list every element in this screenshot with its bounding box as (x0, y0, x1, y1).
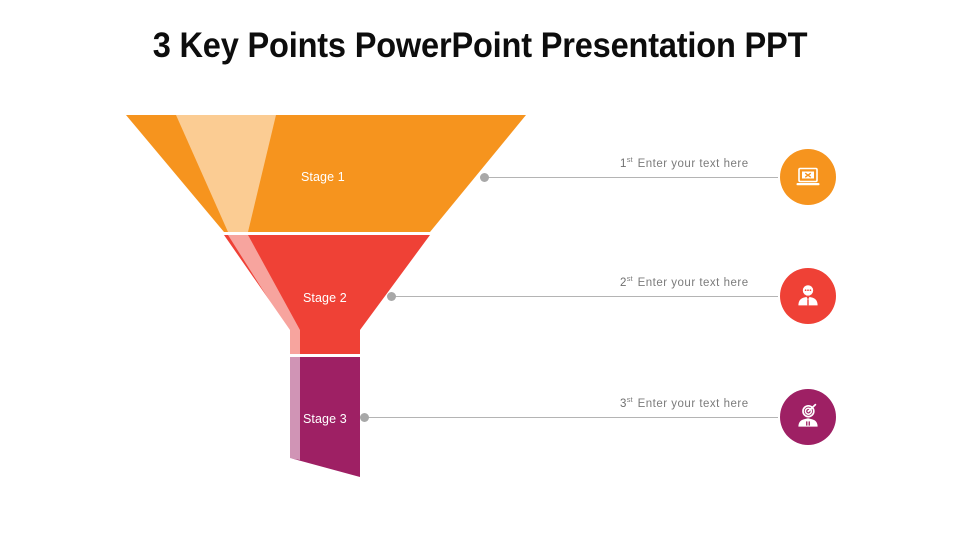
callout-badge-2[interactable] (780, 268, 836, 324)
callout-number-3: 3 (620, 397, 627, 410)
connector-dot-2 (387, 292, 396, 301)
callout-row-3: 3st Enter your text here (360, 387, 890, 447)
callout-ordinal-2: st (626, 274, 633, 283)
funnel-stage-2-shape[interactable] (224, 235, 430, 354)
callout-body-1: Enter your text here (637, 157, 749, 170)
connector-line-3 (366, 417, 778, 418)
callout-body-3: Enter your text here (637, 397, 749, 410)
callout-body-2: Enter your text here (637, 276, 749, 289)
callout-badge-3[interactable] (780, 389, 836, 445)
callout-text-2: 2st Enter your text here (620, 274, 749, 289)
callout-text-1: 1st Enter your text here (620, 155, 749, 170)
callout-row-1: 1st Enter your text here (480, 147, 900, 207)
laptop-icon (796, 167, 820, 186)
funnel-stage-1-label: Stage 1 (301, 170, 345, 184)
callout-badge-1[interactable] (780, 149, 836, 205)
funnel-stage-3-shape[interactable] (290, 357, 360, 477)
callout-ordinal-3: st (626, 395, 633, 404)
connector-line-1 (486, 177, 778, 178)
callout-row-2: 2st Enter your text here (387, 266, 887, 326)
funnel-stage-2-label: Stage 2 (303, 291, 347, 305)
person-target-icon (798, 403, 818, 427)
funnel-stage-3-label: Stage 3 (303, 412, 347, 426)
person-speech-icon (798, 285, 818, 306)
connector-dot-1 (480, 173, 489, 182)
connector-dot-3 (360, 413, 369, 422)
callout-ordinal-1: st (626, 155, 633, 164)
callout-number-1: 1 (620, 157, 627, 170)
page-title: 3 Key Points PowerPoint Presentation PPT (152, 26, 808, 65)
callout-text-3: 3st Enter your text here (620, 395, 749, 410)
connector-line-2 (393, 296, 778, 297)
funnel-highlight-stripe (176, 115, 300, 460)
callout-number-2: 2 (620, 276, 627, 289)
